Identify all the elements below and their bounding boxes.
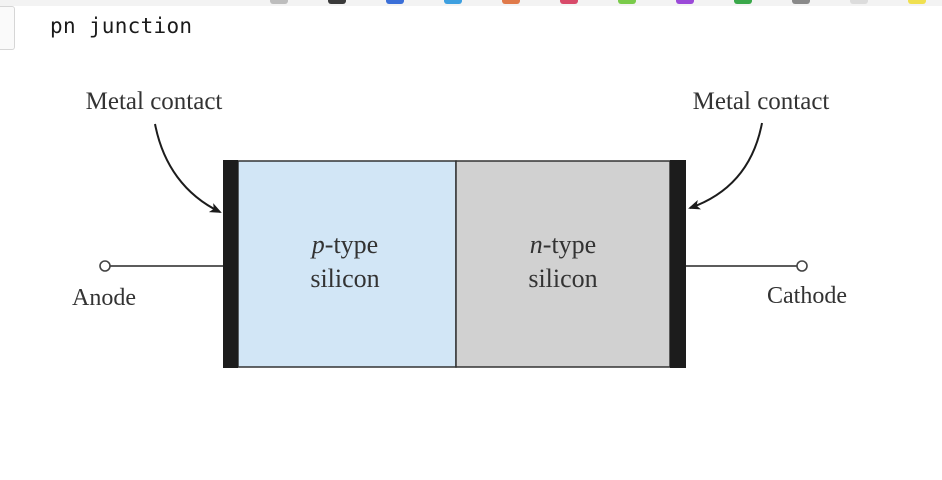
n-type-suffix: -type	[543, 230, 596, 259]
toolbar-swatch[interactable]	[676, 0, 694, 4]
right-contact-label: Metal contact	[693, 88, 830, 115]
toolbar-swatch[interactable]	[792, 0, 810, 4]
p-type-prefix: p	[310, 230, 325, 259]
toolbar-swatch[interactable]	[328, 0, 346, 4]
p-type-material: silicon	[310, 264, 379, 293]
left-contact-label: Metal contact	[86, 88, 223, 115]
n-type-prefix: n	[530, 230, 543, 259]
toolbar-color-swatches	[270, 0, 926, 6]
cathode-label: Cathode	[767, 283, 847, 309]
right-contact-arrow	[688, 122, 763, 210]
left-metal-contact	[223, 160, 238, 368]
cell-prompt-gutter[interactable]	[0, 6, 15, 50]
toolbar-swatch[interactable]	[618, 0, 636, 4]
p-type-suffix: -type	[325, 230, 378, 259]
anode-label: Anode	[72, 285, 136, 311]
anode-terminal	[99, 260, 111, 272]
toolbar-swatch[interactable]	[560, 0, 578, 4]
p-type-region	[237, 160, 457, 368]
cathode-terminal	[796, 260, 808, 272]
toolbar-swatch[interactable]	[444, 0, 462, 4]
toolbar-swatch[interactable]	[270, 0, 288, 4]
toolbar-swatch[interactable]	[734, 0, 752, 4]
right-metal-contact	[670, 160, 686, 368]
toolbar-swatch[interactable]	[850, 0, 868, 4]
left-contact-arrow	[154, 123, 222, 213]
p-type-label: p-type	[310, 230, 378, 259]
n-type-region	[455, 160, 671, 368]
toolbar-swatch[interactable]	[386, 0, 404, 4]
n-type-label: n-type	[530, 230, 596, 259]
toolbar-swatch[interactable]	[908, 0, 926, 4]
n-type-material: silicon	[528, 264, 597, 293]
notebook-toolbar-strip	[0, 0, 942, 6]
toolbar-swatch[interactable]	[502, 0, 520, 4]
cell-heading: pn junction	[50, 14, 193, 38]
